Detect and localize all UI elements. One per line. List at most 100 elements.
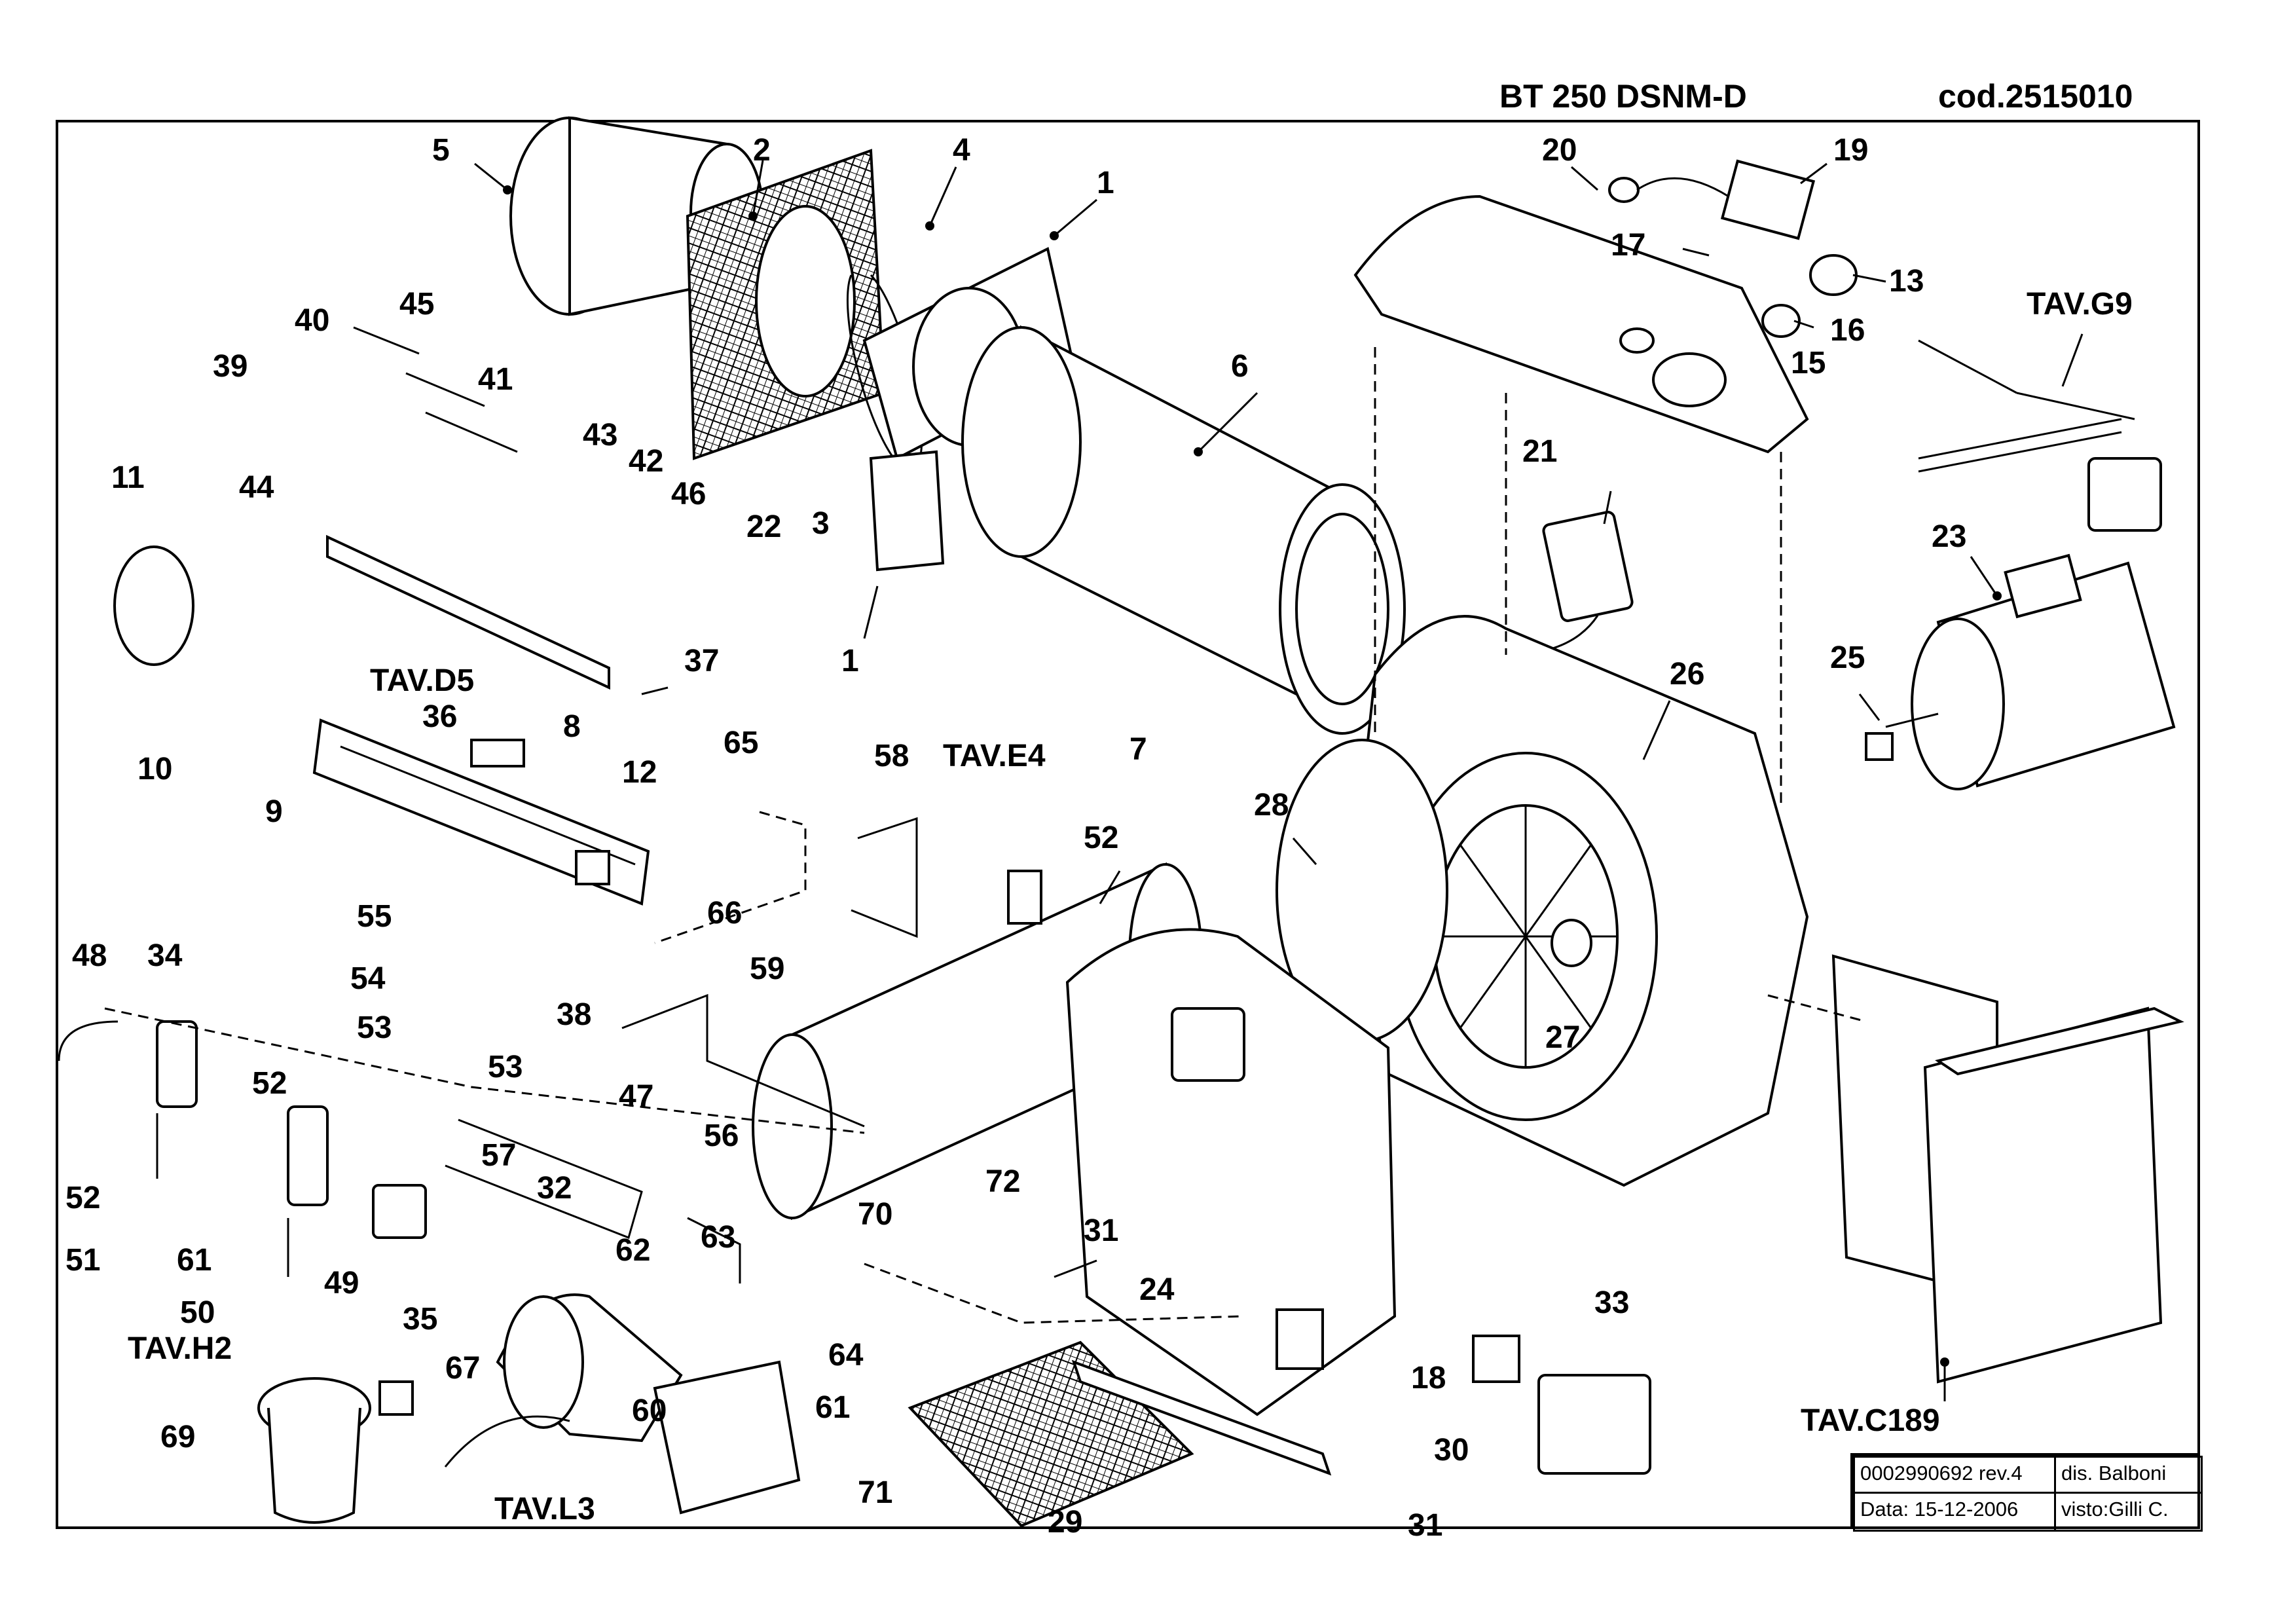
pipe-59	[621, 993, 865, 1128]
callout-8: 8	[563, 709, 581, 744]
callout-9: 9	[265, 794, 283, 829]
callout-71: 71	[858, 1475, 892, 1510]
callout-20: 20	[1542, 133, 1577, 168]
callout-5: 5	[432, 133, 450, 168]
callout-18: 18	[1411, 1361, 1446, 1395]
callout-47: 47	[619, 1079, 653, 1114]
callout-36: 36	[422, 699, 457, 734]
callout-69: 69	[160, 1420, 195, 1454]
doc-number: 0002990692 rev.4	[1853, 1456, 2056, 1494]
callout-1b: 1	[841, 644, 859, 678]
electric-motor	[1865, 553, 2176, 790]
code-number: cod.2515010	[1938, 78, 2133, 115]
revision-date: Data: 15-12-2006	[1853, 1492, 2056, 1532]
callout-tav-d5: TAV.D5	[370, 663, 474, 698]
guard-rail	[1071, 1359, 1332, 1476]
leader-lines	[474, 160, 2084, 1401]
callout-52c: 52	[65, 1181, 100, 1215]
callout-34: 34	[147, 938, 183, 973]
callout-24: 24	[1139, 1272, 1175, 1307]
callout-17: 17	[1611, 228, 1645, 263]
callout-tav-e4: TAV.E4	[943, 739, 1046, 773]
callout-13: 13	[1889, 264, 1924, 299]
callout-23: 23	[1932, 519, 1966, 554]
callout-62: 62	[615, 1233, 650, 1268]
pipe-47	[445, 1118, 643, 1239]
callout-53a: 53	[357, 1010, 392, 1045]
callout-tav-h2: TAV.H2	[128, 1331, 232, 1366]
oil-pump	[444, 1293, 801, 1515]
callout-61b: 61	[815, 1390, 850, 1425]
fan-housing-cover	[1353, 159, 1858, 454]
drawing-frame	[56, 120, 2200, 1529]
callout-43: 43	[583, 418, 617, 452]
callout-tav-l3: TAV.L3	[494, 1492, 595, 1526]
bottom-grid-guard	[908, 1340, 1194, 1528]
callout-63: 63	[701, 1220, 735, 1255]
callout-72: 72	[985, 1164, 1020, 1199]
callout-40: 40	[295, 303, 329, 338]
bracket-plate	[1472, 1335, 1520, 1383]
callout-3: 3	[812, 506, 830, 541]
oil-filter	[257, 1377, 414, 1524]
servo-motor	[1505, 511, 1634, 656]
callout-25: 25	[1830, 640, 1865, 675]
callout-tav-c189: TAV.C189	[1801, 1403, 1940, 1438]
combustion-tube	[961, 325, 1406, 735]
callout-49: 49	[324, 1266, 359, 1301]
callout-tav-g9: TAV.G9	[2027, 287, 2133, 322]
callout-35: 35	[403, 1302, 437, 1337]
callout-21: 21	[1522, 434, 1557, 469]
pipe-56	[687, 1217, 741, 1283]
air-damper-linkage	[1918, 339, 2162, 532]
callout-4: 4	[953, 133, 970, 168]
callout-15: 15	[1791, 346, 1826, 380]
callout-42: 42	[629, 444, 663, 479]
callout-29: 29	[1048, 1505, 1082, 1540]
callout-52b: 52	[252, 1066, 287, 1101]
electrode-rod-assembly	[113, 326, 650, 906]
callout-44: 44	[239, 470, 274, 505]
callout-30: 30	[1434, 1433, 1469, 1467]
callout-46: 46	[671, 477, 706, 511]
checked-by: visto:Gilli C.	[2054, 1492, 2203, 1532]
control-panel-box	[1831, 954, 2184, 1384]
callout-6: 6	[1231, 349, 1249, 384]
callout-56: 56	[704, 1118, 739, 1153]
callout-57: 57	[481, 1138, 516, 1173]
leader-arrows	[503, 185, 2002, 1367]
callout-55: 55	[357, 899, 392, 934]
callout-67: 67	[445, 1351, 480, 1386]
callout-33: 33	[1594, 1285, 1629, 1320]
callout-39: 39	[213, 349, 248, 384]
callout-64: 64	[828, 1338, 864, 1373]
callout-41: 41	[478, 362, 513, 397]
callout-70: 70	[858, 1197, 892, 1232]
solenoid-valves	[58, 1020, 427, 1277]
pipe-58	[851, 817, 918, 938]
callout-66: 66	[707, 896, 742, 931]
callout-38: 38	[557, 997, 591, 1032]
burner-casing	[1065, 928, 1397, 1416]
callout-10: 10	[138, 752, 172, 786]
callout-32: 32	[537, 1171, 572, 1206]
callout-50: 50	[180, 1295, 215, 1330]
assembly-line	[104, 1007, 865, 1134]
model-title: BT 250 DSNM-D	[1499, 78, 1747, 115]
callout-19: 19	[1833, 133, 1868, 168]
title-block: 0002990692 rev.4 dis. Balboni Data: 15-1…	[1850, 1453, 2203, 1532]
callout-27: 27	[1545, 1020, 1580, 1055]
fan-housing	[1347, 615, 1809, 1187]
callout-54: 54	[350, 961, 386, 996]
callout-7: 7	[1129, 732, 1147, 767]
callout-12: 12	[622, 755, 657, 790]
callout-65: 65	[724, 726, 758, 760]
callout-2: 2	[753, 133, 771, 168]
callout-22: 22	[746, 509, 781, 544]
callout-52a: 52	[1084, 821, 1118, 855]
callout-61a: 61	[177, 1243, 211, 1278]
callout-51: 51	[65, 1243, 100, 1278]
callout-53b: 53	[488, 1050, 523, 1084]
callout-28: 28	[1254, 788, 1289, 822]
